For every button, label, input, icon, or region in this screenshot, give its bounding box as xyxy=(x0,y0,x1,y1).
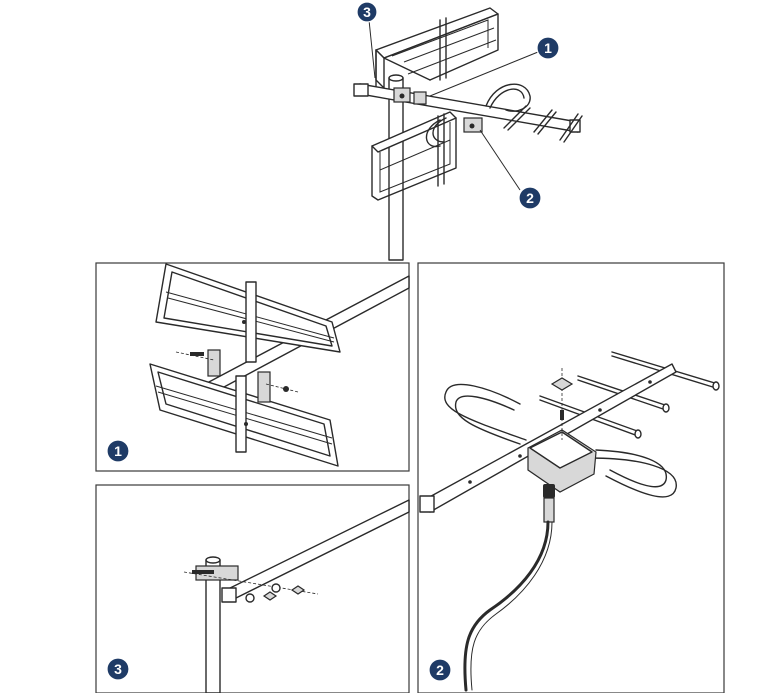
svg-text:1: 1 xyxy=(114,443,122,459)
svg-text:3: 3 xyxy=(114,661,122,677)
callout-2: 2 xyxy=(518,186,542,210)
directors xyxy=(503,105,583,143)
detail-panel-3: 3 xyxy=(95,484,410,693)
upper-reflector xyxy=(375,7,499,89)
detail-panel-2: 2 xyxy=(417,262,725,693)
callout-3: 3 xyxy=(356,1,378,23)
callout-1: 1 xyxy=(536,36,560,60)
panel-2-badge: 2 xyxy=(428,658,452,682)
panel-1-badge: 1 xyxy=(106,439,130,463)
detail-panel-1: 1 xyxy=(95,262,410,472)
lower-reflector xyxy=(371,111,457,201)
overview-assembly: 3 1 2 xyxy=(353,1,583,261)
svg-text:3: 3 xyxy=(363,4,371,20)
mast xyxy=(388,77,404,261)
panel-3-badge: 3 xyxy=(106,657,130,681)
svg-text:1: 1 xyxy=(544,40,552,56)
svg-text:2: 2 xyxy=(526,190,534,206)
dipole-loop xyxy=(485,83,531,112)
svg-text:2: 2 xyxy=(436,662,444,678)
